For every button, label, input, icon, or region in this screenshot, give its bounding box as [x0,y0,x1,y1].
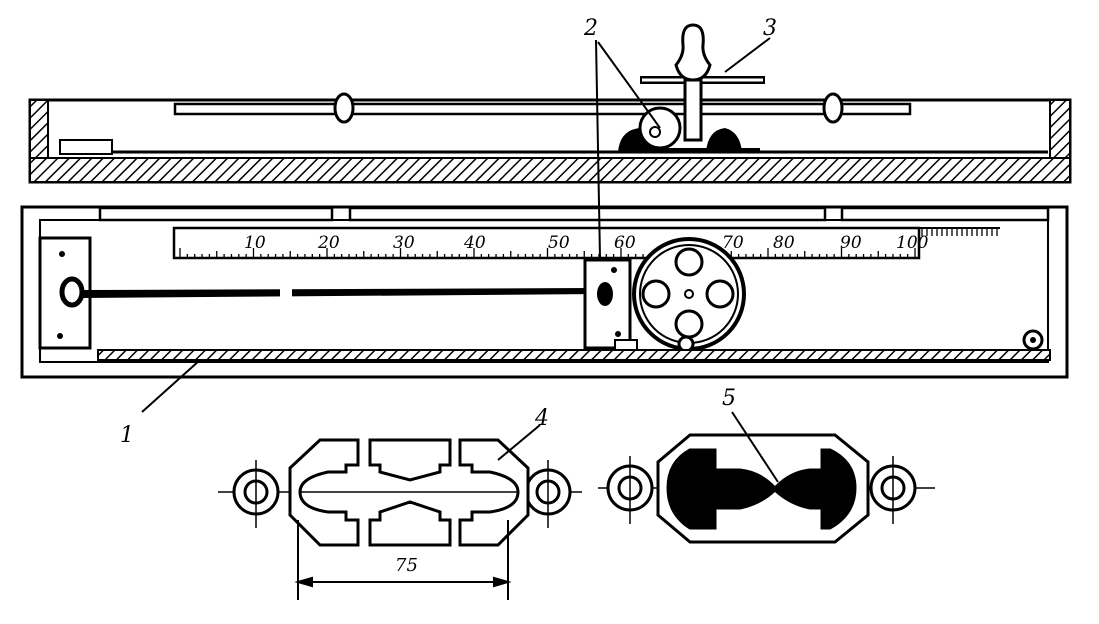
right-pulley-hub [1030,337,1036,343]
leader-5 [731,411,779,483]
carriage-clamp [597,282,613,306]
scale-label-40: 40 [463,233,486,253]
left-end-block [59,139,113,155]
dimension-label: 75 [395,555,418,576]
disc-hole-top [674,247,704,277]
guide-rod [173,102,912,116]
scale-label-50: 50 [548,233,570,253]
sample-disc-hub [649,126,661,138]
leader-2b [597,41,661,129]
mold-insert-top [368,438,452,482]
disc-hole-left [641,279,671,309]
leader-4 [497,424,541,461]
mold2-specimen [666,448,857,530]
knob-stem [683,78,703,142]
rod-support-right [822,92,844,124]
plate-screw-top [59,251,65,257]
leader-3 [724,37,771,73]
scale-label-30: 30 [393,233,415,253]
knob-head [674,23,712,82]
toothed-rack [97,349,1051,361]
callout-2: 2 [583,16,598,41]
scale-ruler [172,226,921,260]
scale-label-60: 60 [614,233,636,253]
side-section-view [28,23,1072,184]
mold-left-half [288,438,360,547]
scale-label-10: 10 [244,233,266,253]
plate-screw-bottom [57,333,63,339]
scale-label-100: 100 [896,233,929,253]
carriage-screw [611,267,617,273]
callout-leaders [141,37,779,483]
disc-pulley [677,335,695,353]
carriage-screw-2 [615,331,621,337]
bottom-hatched-base [29,157,1071,183]
mold-section-empty [218,438,582,547]
leader-1 [141,359,201,413]
scale-ticks [179,248,916,258]
callout-4: 4 [534,406,549,431]
rod-support-left [333,92,355,124]
slot-middle [348,206,827,222]
disc-center [684,289,694,299]
callout-3: 3 [763,16,777,41]
carriage-wheel-right [706,128,742,152]
scale-label-20: 20 [317,233,340,253]
disc-hole-bottom [674,309,704,339]
cable [82,288,600,298]
mold-right-half [458,438,530,547]
plan-view: 10 20 30 40 50 60 70 80 90 100 [20,205,1069,379]
scale-label-70: 70 [722,233,744,253]
leader-2a [595,39,601,259]
scale-label-90: 90 [840,233,862,253]
callout-1: 1 [120,423,134,448]
disc-hole-right [705,279,735,309]
cable-break [280,284,292,302]
callout-5: 5 [722,386,736,411]
cable-anchor [59,276,85,308]
scale-tick-labels: 10 20 30 40 50 60 70 80 90 100 [244,233,929,253]
mold-insert-bottom [368,500,452,547]
dimension-75 [294,520,512,600]
scale-label-80: 80 [773,233,795,253]
mold-section-filled [598,433,935,544]
slot-left [98,206,334,222]
slot-right [840,206,1050,222]
